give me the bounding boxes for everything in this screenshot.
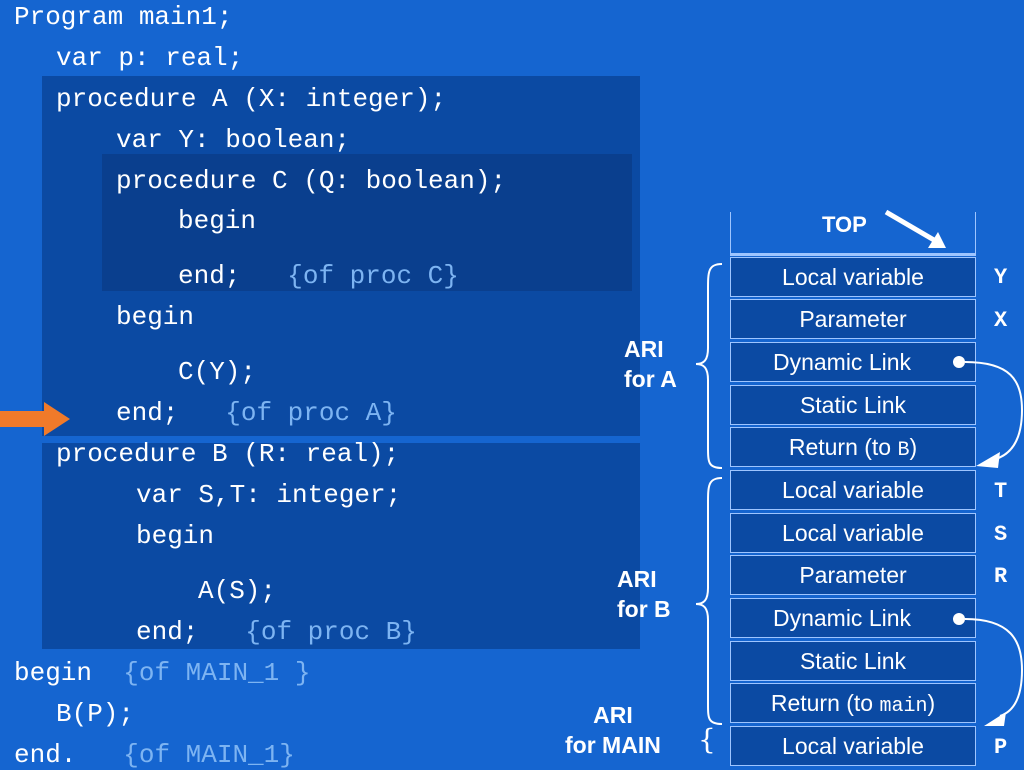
stack-cell-b-static-link: Static Link xyxy=(730,641,976,681)
code-line-7-comment: {of proc C} xyxy=(287,261,459,291)
code-line-3: procedure A (X: integer); xyxy=(56,84,447,114)
ari-b-brace-icon xyxy=(695,477,723,725)
code-line-18-text: end. xyxy=(14,740,77,770)
stack-cell-a-static-link: Static Link xyxy=(730,385,976,425)
stack-cell-b-local-s: Local variable xyxy=(730,513,976,553)
procedure-c-block xyxy=(102,154,632,291)
dynamic-link-a-arrowhead-icon xyxy=(976,452,1000,468)
ari-main-label: ARI for MAIN xyxy=(565,700,661,760)
code-line-10-text: end; xyxy=(116,398,179,428)
code-line-13: begin xyxy=(136,521,215,551)
code-line-16-text: begin xyxy=(14,658,93,688)
code-line-2: var p: real; xyxy=(56,43,244,73)
stack-cell-b-dynamic-link: Dynamic Link xyxy=(730,598,976,638)
code-line-8: begin xyxy=(116,302,195,332)
stack-cell-b-local-t: Local variable xyxy=(730,470,976,510)
code-line-14: A(S); xyxy=(198,576,277,606)
dynamic-link-b-curve xyxy=(964,618,1024,717)
code-line-7-text: end; xyxy=(178,261,241,291)
top-pointer-arrow-icon xyxy=(884,209,946,248)
side-label-r: R xyxy=(994,564,1008,589)
code-line-18-comment: {of MAIN_1} xyxy=(123,740,295,770)
ari-a-line1: ARI xyxy=(624,336,664,362)
code-line-15-text: end; xyxy=(136,617,199,647)
ari-b-line2: for B xyxy=(617,596,671,622)
code-line-17: B(P); xyxy=(56,699,135,729)
code-line-1: Program main1; xyxy=(14,2,233,32)
code-line-18: end. {of MAIN_1} xyxy=(14,742,295,768)
dynamic-link-a-curve xyxy=(964,361,1024,461)
dynamic-link-b-dot-icon xyxy=(953,613,965,625)
code-line-5: procedure C (Q: boolean); xyxy=(116,166,507,196)
return-a-suffix: ) xyxy=(909,434,918,460)
code-line-15: end; {of proc B} xyxy=(136,619,417,645)
ari-main-line2: for MAIN xyxy=(565,732,661,758)
stack-cell-a-return: Return (to B) xyxy=(730,427,976,467)
ari-a-line2: for A xyxy=(624,366,677,392)
side-label-y: Y xyxy=(994,265,1008,290)
stack-top-frame xyxy=(730,212,976,256)
stack-cell-a-dynamic-link: Dynamic Link xyxy=(730,342,976,382)
ari-b-line1: ARI xyxy=(617,566,657,592)
code-line-4: var Y: boolean; xyxy=(116,125,351,155)
top-label: TOP xyxy=(822,212,867,237)
stack-cell-b-parameter: Parameter xyxy=(730,555,976,595)
code-line-16: begin {of MAIN_1 } xyxy=(14,660,310,686)
stack-cell-a-parameter: Parameter xyxy=(730,299,976,339)
code-line-16-comment: {of MAIN_1 } xyxy=(123,658,311,688)
return-b-suffix: ) xyxy=(927,690,936,716)
dynamic-link-a-dot-icon xyxy=(953,356,965,368)
code-line-12: var S,T: integer; xyxy=(136,480,402,510)
current-line-arrow-icon xyxy=(0,402,70,436)
ari-a-label: ARI for A xyxy=(624,334,677,394)
code-line-7: end; {of proc C} xyxy=(178,263,459,289)
ari-main-line1: ARI xyxy=(593,702,633,728)
stack-cell-b-return: Return (to main) xyxy=(730,683,976,723)
stack-cell-a-local: Local variable xyxy=(730,257,976,297)
code-line-10-comment: {of proc A} xyxy=(225,398,397,428)
side-label-p: P xyxy=(994,735,1008,760)
return-a-prefix: Return (to xyxy=(788,434,898,460)
ari-b-label: ARI for B xyxy=(617,564,671,624)
code-line-9: C(Y); xyxy=(178,357,257,387)
code-line-10: end; {of proc A} xyxy=(116,400,397,426)
ari-a-brace-icon xyxy=(695,263,723,469)
code-line-15-comment: {of proc B} xyxy=(245,617,417,647)
ari-main-brace-icon: { xyxy=(698,723,716,756)
side-label-s: S xyxy=(994,522,1008,547)
code-line-11: procedure B (R: real); xyxy=(56,439,400,469)
stack-cell-main-local: Local variable xyxy=(730,726,976,766)
procedure-b-block xyxy=(42,443,640,649)
return-b-prefix: Return (to xyxy=(770,690,880,716)
return-b-target: main xyxy=(879,695,928,718)
dynamic-link-b-arrowhead-icon xyxy=(984,712,1006,726)
side-label-x: X xyxy=(994,308,1008,333)
side-label-t: T xyxy=(994,479,1008,504)
code-line-6: begin xyxy=(178,206,257,236)
return-a-target: B xyxy=(897,439,910,462)
